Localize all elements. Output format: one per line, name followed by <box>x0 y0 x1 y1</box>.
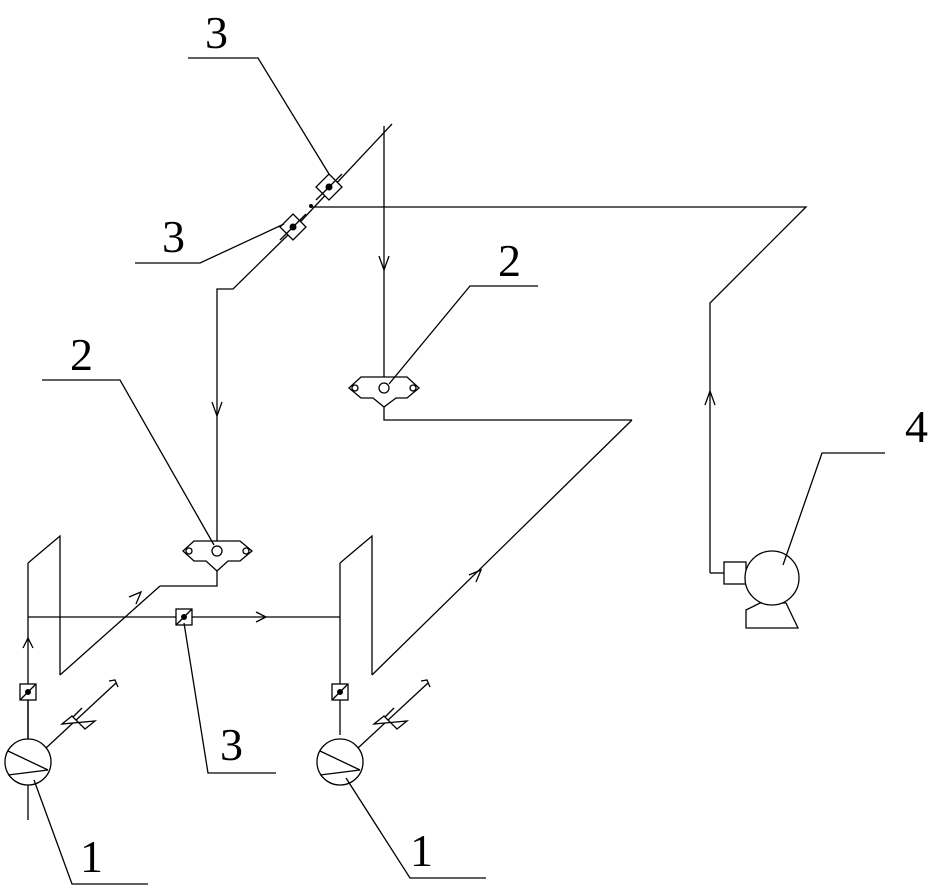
right-tower <box>339 534 373 735</box>
label-valve-bottom: 3 <box>220 719 243 770</box>
distributor-left-outlet <box>160 571 218 587</box>
flow-arrow-down-left <box>211 401 223 418</box>
label-valve-top-upper: 3 <box>205 7 228 58</box>
distributor-right-icon <box>348 376 420 408</box>
label-valve-top-lower: 3 <box>162 211 185 262</box>
flow-arrow-down-right <box>378 255 390 272</box>
valve-bottom-icon <box>175 608 193 626</box>
pump-right-icon <box>316 679 431 786</box>
distributor-left-icon <box>182 540 254 572</box>
flow-arrow-diag-left <box>128 590 143 605</box>
flow-arrow-diag-right <box>468 568 483 583</box>
pump-left-icon <box>4 679 119 786</box>
valve-top-upper-icon <box>315 173 343 201</box>
flow-arrow-up-right <box>704 389 716 406</box>
distributor-right-outlet <box>383 405 632 421</box>
main-to-fan-pipe <box>311 206 808 573</box>
label-distributor-left: 2 <box>70 329 93 380</box>
flow-arrow-right <box>255 611 268 623</box>
label-pump-right: 1 <box>410 825 433 876</box>
label-distributor-right: 2 <box>498 235 521 286</box>
left-diagonal-pipe <box>59 585 161 676</box>
fan-icon <box>723 550 800 629</box>
feed-pipe-left <box>216 233 290 541</box>
right-diagonal-pipe <box>371 419 633 676</box>
label-fan: 4 <box>905 401 928 452</box>
upper-diagonal-pipe <box>288 123 393 235</box>
leader-lines <box>33 57 885 885</box>
valve-top-lower-icon <box>279 213 307 241</box>
label-pump-left: 1 <box>80 831 103 882</box>
flow-arrow-up-left <box>22 636 34 649</box>
